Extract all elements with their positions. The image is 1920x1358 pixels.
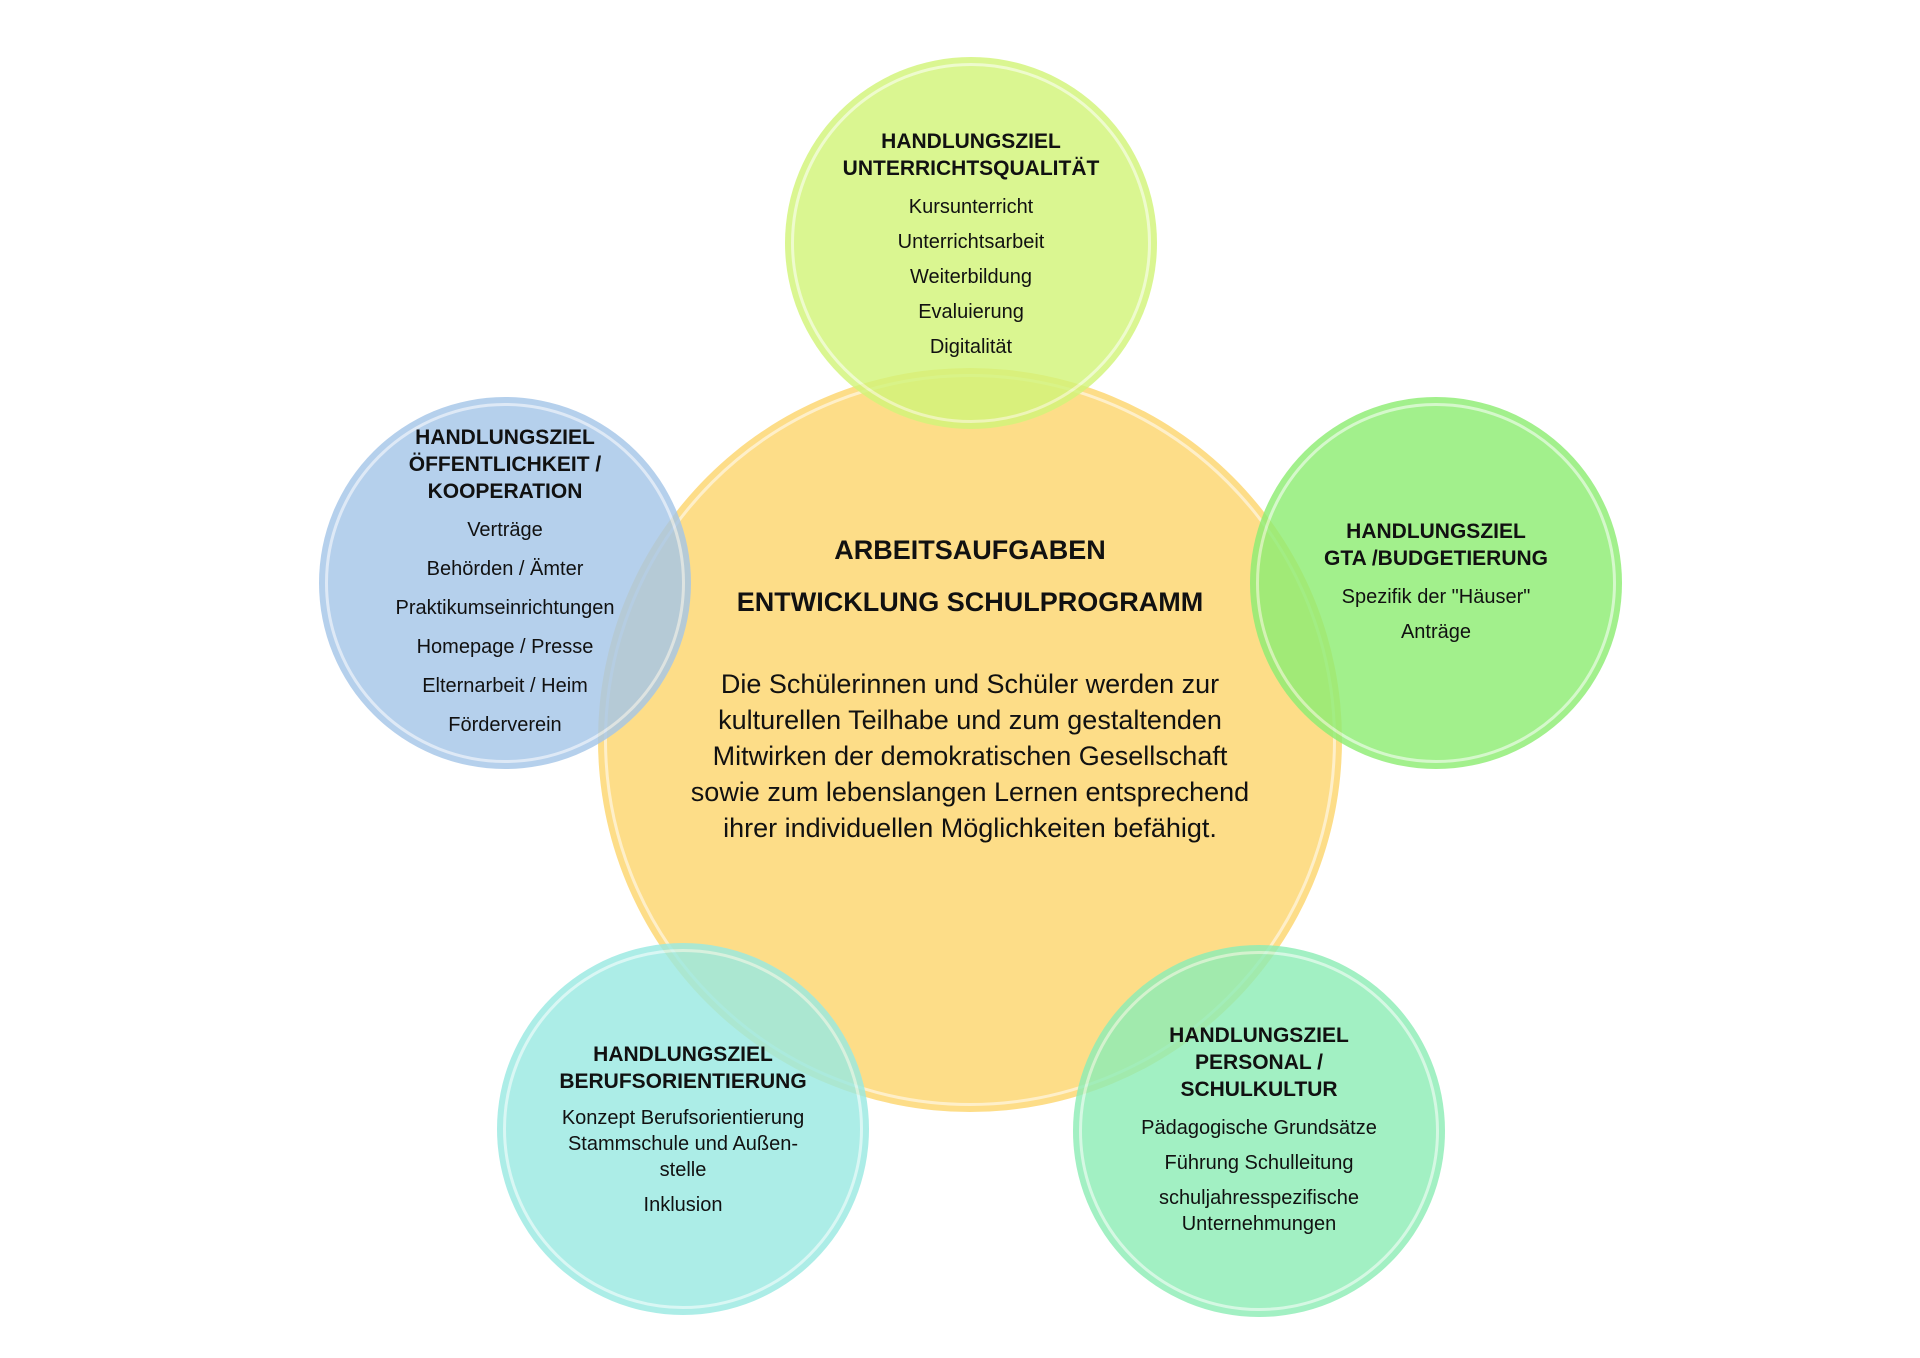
center-title-2: ENTWICKLUNG SCHULPROGRAMM — [736, 587, 1204, 617]
goal-heading: ÖFFENTLICHKEIT / — [408, 453, 602, 476]
goal-item: Elternarbeit / Heim — [422, 675, 588, 697]
goal-item: Kursunterricht — [908, 196, 1034, 218]
circle-berufsorientierung — [497, 943, 869, 1315]
goal-heading: KOOPERATION — [427, 480, 583, 503]
goal-personal-schulkultur: HANDLUNGSZIEL PERSONAL / SCHULKULTUR Päd… — [1109, 1022, 1409, 1237]
goal-item: Verträge — [467, 519, 543, 541]
goal-item: Evaluierung — [918, 301, 1024, 323]
goal-item: Konzept Berufsorientierung Stammschule u… — [561, 1107, 805, 1181]
goal-heading: HANDLUNGSZIEL — [881, 130, 1061, 153]
goal-item: Homepage / Presse — [416, 636, 594, 658]
goal-item: Anträge — [1400, 621, 1472, 643]
circle-personal-schulkultur — [1073, 945, 1445, 1317]
goal-item: Führung Schulleitung — [1164, 1152, 1354, 1174]
goal-heading: HANDLUNGSZIEL — [415, 426, 595, 449]
goal-unterrichtsqualitaet: HANDLUNGSZIEL UNTERRICHTSQUALITÄT Kursun… — [821, 128, 1121, 360]
goal-heading: HANDLUNGSZIEL — [1169, 1024, 1349, 1047]
circle-unterrichtsqualitaet — [785, 57, 1157, 429]
goal-item: Praktikumseinrichtungen — [395, 597, 615, 619]
goal-item: Weiterbildung — [910, 266, 1032, 288]
goal-item: Inklusion — [643, 1194, 723, 1216]
goal-heading: SCHULKULTUR — [1180, 1078, 1338, 1101]
goal-item: Förderverein — [448, 714, 562, 736]
goal-oeffentlichkeit: HANDLUNGSZIEL ÖFFENTLICHKEIT / KOOPERATI… — [355, 424, 655, 738]
goal-berufsorientierung: HANDLUNGSZIEL BERUFSORIENTIERUNG Konzept… — [543, 1041, 823, 1218]
goal-heading: GTA /BUDGETIERUNG — [1324, 547, 1548, 570]
center-title-1: ARBEITSAUFGABEN — [834, 535, 1106, 565]
center-body: Die Schülerinnen und Schüler werden zur … — [690, 669, 1250, 843]
circle-gta-budgetierung — [1250, 397, 1622, 769]
goal-heading: PERSONAL / — [1195, 1051, 1323, 1074]
goal-item: Pädagogische Grundsätze — [1141, 1117, 1377, 1139]
goal-item: Digitalität — [929, 336, 1013, 358]
goal-heading: BERUFSORIENTIERUNG — [559, 1070, 807, 1093]
goal-heading: HANDLUNGSZIEL — [593, 1043, 773, 1066]
center-text: ARBEITSAUFGABEN ENTWICKLUNG SCHULPROGRAM… — [670, 530, 1270, 846]
circle-oeffentlichkeit — [319, 397, 691, 769]
goal-item: schuljahresspezifische Unternehmungen — [1158, 1187, 1360, 1235]
goal-heading: HANDLUNGSZIEL — [1346, 520, 1526, 543]
goal-item: Unterrichtsarbeit — [897, 231, 1045, 253]
goal-gta-budgetierung: HANDLUNGSZIEL GTA /BUDGETIERUNG Spezifik… — [1286, 518, 1586, 645]
goal-item: Behörden / Ämter — [426, 558, 584, 580]
goal-heading: UNTERRICHTSQUALITÄT — [842, 157, 1100, 180]
goal-item: Spezifik der "Häuser" — [1341, 586, 1531, 608]
